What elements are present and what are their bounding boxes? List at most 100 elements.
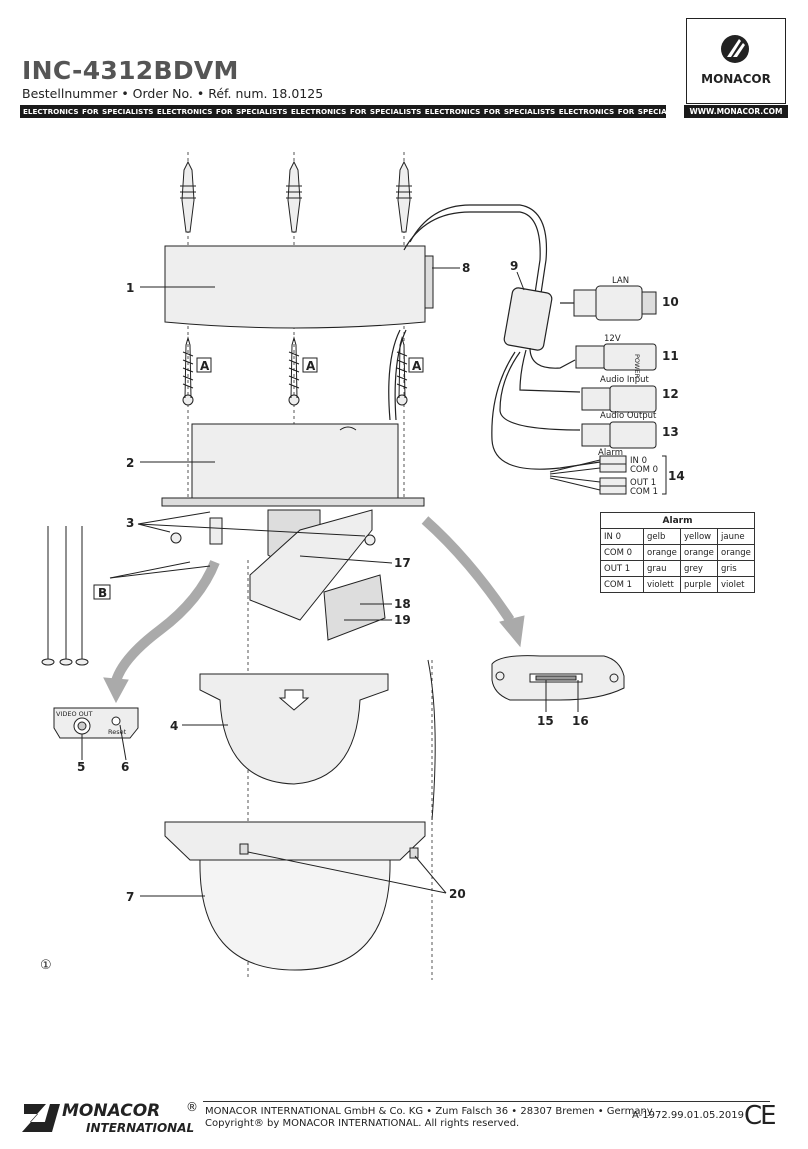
monacor-international-logo-icon: [22, 1104, 60, 1132]
label-box-a: [302, 357, 318, 373]
com0-label: COM 0: [630, 465, 658, 475]
footer-divider: [203, 1101, 770, 1102]
label-a: A: [412, 359, 422, 373]
wall-plug-icon: [180, 160, 196, 233]
callout-17: 17: [394, 556, 411, 570]
order-number-line: Bestellnummer • Order No. • Réf. num. 18…: [22, 86, 324, 101]
label-box-a: [196, 357, 212, 373]
audio-input-connector-icon: [581, 385, 657, 413]
table-cell: violett: [643, 576, 681, 593]
label-a: A: [306, 359, 316, 373]
lan-label: LAN: [612, 276, 629, 286]
table-row: OUT 1 grau grey gris: [600, 560, 755, 577]
exploded-view-diagram: 1 8 9 10 11 12 13 14 2 3 17 18 19 4 5 6 …: [41, 152, 685, 980]
screw-icon: [182, 336, 194, 406]
callout-15: 15: [537, 714, 554, 728]
screw-icon: [396, 336, 408, 406]
footer-logo-registered: ®: [186, 1100, 198, 1114]
alarm-wires-icon: [549, 455, 667, 495]
inner-cover-part: [199, 673, 389, 785]
callout-5: 5: [77, 760, 85, 774]
brand-name: MONACOR: [701, 72, 771, 86]
callout-13: 13: [662, 425, 679, 439]
table-cell: gelb: [643, 528, 681, 545]
table-row: IN 0 gelb yellow jaune: [600, 528, 755, 545]
long-screw-icon: [41, 526, 89, 666]
audio-output-label: Audio Output: [600, 411, 657, 421]
table-row: COM 0 orange orange orange: [600, 544, 755, 561]
callout-7: 7: [126, 890, 134, 904]
model-title: INC-4312BDVM: [22, 56, 239, 85]
table-cell: gris: [717, 560, 755, 577]
table-cell: orange: [643, 544, 681, 561]
label-b: B: [98, 586, 107, 600]
com1-label: COM 1: [630, 487, 658, 497]
dome-cover-part: [164, 821, 426, 971]
camera-housing-part: [161, 423, 425, 507]
alarm-label: Alarm: [598, 448, 623, 458]
brand-url: WWW.MONACOR.COM: [684, 105, 788, 118]
slogan-strip: ELECTRONICS FOR SPECIALISTS ELECTRONICS …: [20, 105, 666, 118]
footer-copyright: Copyright® by MONACOR INTERNATIONAL. All…: [205, 1118, 520, 1129]
table-cell: jaune: [717, 528, 755, 545]
callout-16: 16: [572, 714, 589, 728]
callout-14: 14: [668, 469, 685, 483]
callout-1: 1: [126, 281, 134, 295]
callout-6: 6: [121, 760, 129, 774]
power-tag-label: POWER: [633, 354, 641, 379]
mounting-base-part: [164, 245, 434, 329]
table-cell: IN 0: [600, 528, 644, 545]
out1-label: OUT 1: [630, 478, 656, 488]
table-cell: OUT 1: [600, 560, 644, 577]
callout-12: 12: [662, 387, 679, 401]
callout-11: 11: [662, 349, 679, 363]
footer-logo-name: MONACOR: [62, 1101, 161, 1121]
callout-10: 10: [662, 295, 679, 309]
leader-lines: [81, 267, 579, 897]
callout-18: 18: [394, 597, 411, 611]
callout-8: 8: [462, 261, 470, 275]
cable-harness: [388, 204, 601, 470]
page-mark: ①: [40, 958, 52, 973]
table-cell: grey: [680, 560, 718, 577]
arrow-head-icon: [499, 615, 525, 648]
table-cell: orange: [717, 544, 755, 561]
callout-9: 9: [510, 259, 518, 273]
label-box-a: [408, 357, 424, 373]
cable-wire: [427, 659, 436, 821]
alarm-color-table: Alarm IN 0 gelb yellow jaune COM 0 orang…: [600, 512, 755, 593]
in0-label: IN 0: [630, 456, 647, 466]
table-cell: purple: [680, 576, 718, 593]
callout-4: 4: [170, 719, 178, 733]
screw-icon: [364, 534, 376, 546]
table-row: COM 1 violett purple violet: [600, 576, 755, 593]
brand-logo-box: [686, 18, 786, 104]
table-cell: violet: [717, 576, 755, 593]
power-connector-icon: [575, 343, 657, 371]
arrow-icon: [421, 516, 515, 623]
ce-mark: CE: [744, 1101, 777, 1131]
callout-3: 3: [126, 516, 134, 530]
callout-20: 20: [449, 887, 466, 901]
audio-input-label: Audio Input: [600, 375, 650, 385]
footer-doc-code: A-1972.99.01.05.2019: [632, 1110, 745, 1121]
camera-module-part: [209, 509, 386, 641]
table-cell: orange: [680, 544, 718, 561]
callout-19: 19: [394, 613, 411, 627]
table-cell: COM 0: [600, 544, 644, 561]
label-a: A: [200, 359, 210, 373]
video-out-plate: [53, 707, 139, 739]
arrow-head-icon: [103, 677, 129, 704]
footer-company: MONACOR INTERNATIONAL GmbH & Co. KG • Zu…: [205, 1106, 653, 1117]
arrow-icon: [110, 560, 220, 687]
table-cell: yellow: [680, 528, 718, 545]
monacor-logo-icon: [721, 35, 749, 63]
reset-label: Reset: [108, 728, 127, 736]
screw-icon: [170, 532, 182, 544]
wall-plug-icon: [396, 160, 412, 233]
table-cell: COM 1: [600, 576, 644, 593]
sd-card-slot-panel: [491, 655, 625, 701]
screw-icon: [288, 336, 300, 406]
audio-output-connector-icon: [581, 421, 657, 449]
label-box-b: [93, 584, 111, 600]
